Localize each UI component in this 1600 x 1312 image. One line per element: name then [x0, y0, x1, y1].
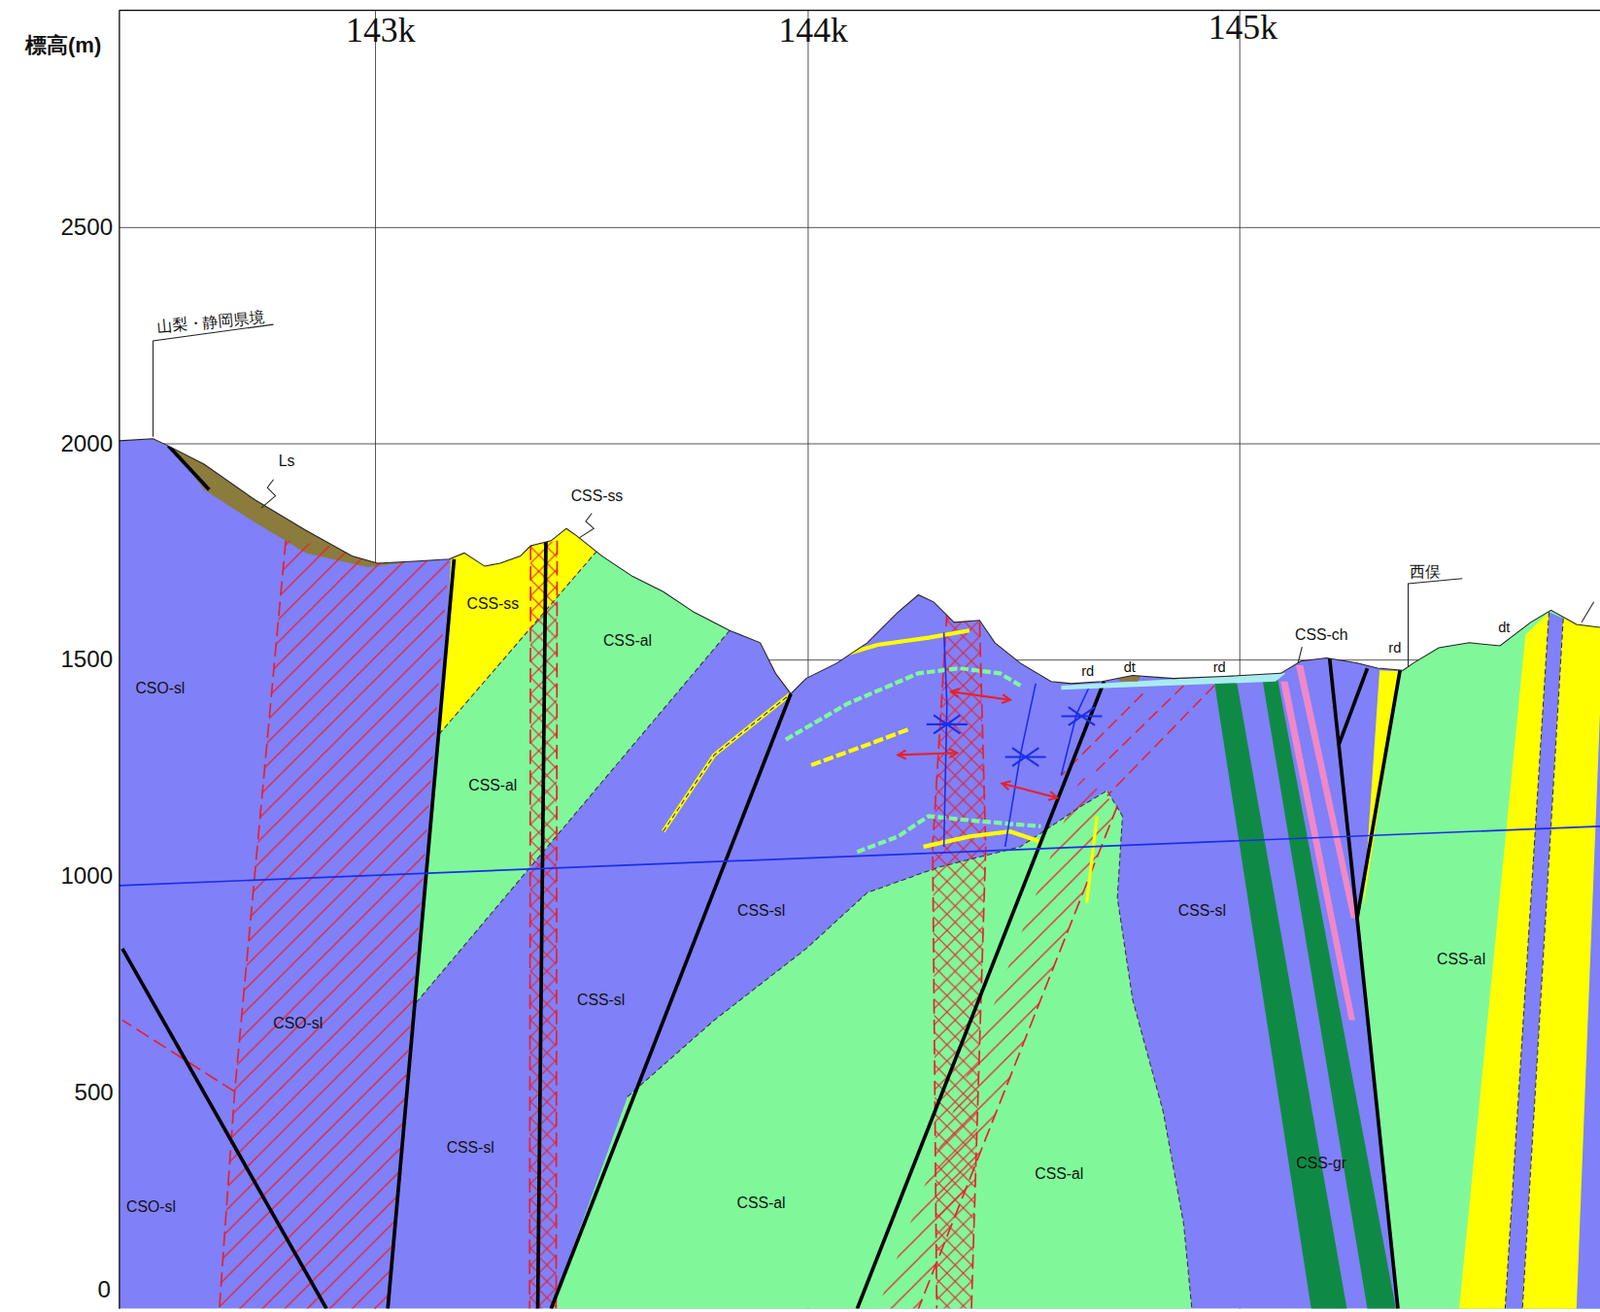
unit-label: 山梨・静岡県境: [156, 308, 267, 336]
boundary: [1522, 618, 1564, 1310]
fold-axis: [944, 632, 948, 848]
axis-label: 145k: [1208, 8, 1278, 47]
unit-label: CSS-al: [737, 1194, 786, 1212]
unit-label: CSS-al: [468, 777, 517, 794]
unit-label: rd: [1081, 663, 1094, 680]
fold-axis: [1060, 685, 1090, 776]
zone-edge: [1107, 685, 1215, 796]
unit-label: CSO-sl: [135, 680, 185, 697]
zone-edge: [971, 622, 987, 1310]
axis-label: 144k: [778, 11, 848, 50]
boundary: [413, 630, 730, 1005]
fault-line: [538, 541, 546, 1310]
alternation-unit: [1357, 610, 1600, 1310]
fault-line: [550, 693, 791, 1309]
unit-label: CSS-sl: [1178, 902, 1226, 920]
unit-label: CSS-sl: [577, 991, 625, 1009]
slate-unit: [1576, 714, 1600, 1309]
greenstone-unit: [1261, 679, 1396, 1310]
frame: [119, 9, 1600, 11]
stress-arrow: [1048, 791, 1057, 801]
sandstone-layer: [811, 729, 909, 766]
unit-label: 西俣: [1409, 563, 1441, 580]
axis-label: 500: [73, 1080, 113, 1107]
unit-label: rd: [1213, 659, 1226, 676]
axis-label: 143k: [345, 11, 415, 50]
boundary: [1504, 612, 1549, 1309]
tunnel-line: [119, 826, 1600, 886]
fault-line: [168, 445, 209, 490]
chert-unit: [1295, 665, 1358, 919]
stress-arrow: [951, 688, 960, 698]
stress-arrow: [1001, 783, 1057, 799]
stress-arrow: [949, 748, 957, 758]
boundary: [627, 790, 1192, 1310]
unit-label: CSS-ss: [571, 487, 624, 505]
zone-edge: [529, 545, 531, 1310]
anticline-mark: [1060, 714, 1102, 717]
fracture-zone: [877, 775, 1118, 1309]
zone-edge: [555, 541, 557, 1310]
alternation-layer: [856, 816, 1041, 852]
unit-label: rd: [1388, 640, 1401, 656]
sandstone-layer: [816, 630, 970, 664]
sandstone-layer: [663, 693, 791, 832]
alternation-unit: [550, 790, 1192, 1310]
unit-label: CSS-ch: [1294, 626, 1348, 644]
strata: [119, 439, 1600, 1310]
axis-label: 標高(m): [25, 34, 102, 58]
boundary: [663, 693, 791, 832]
unit-label: CSS-al: [1436, 951, 1486, 968]
unit-label: CSS-ss: [467, 595, 520, 613]
fault-line: [856, 681, 1104, 1310]
slate-unit: [119, 439, 1600, 1310]
axis-label: 2500: [60, 214, 113, 241]
unit-label: dt: [1123, 659, 1136, 676]
axis-label: 2000: [60, 431, 113, 458]
zone-edge: [219, 541, 286, 1310]
unit-label: CSS-al: [1034, 1165, 1084, 1183]
unit-label: CSS-sl: [737, 902, 785, 920]
fault-line: [1357, 670, 1400, 919]
fold-axis: [1005, 683, 1037, 848]
unit-label: dt: [1497, 619, 1510, 636]
anticline-mark: [926, 723, 968, 726]
sandstone-unit: [1522, 618, 1600, 1310]
axis-label: 1000: [60, 863, 113, 890]
zone-edge: [918, 806, 1118, 1310]
stress-arrow: [1001, 694, 1011, 704]
unit-label: CSS-gr: [1295, 1155, 1347, 1172]
alternation-layer: [785, 668, 1022, 741]
fault-line: [387, 559, 454, 1310]
unit-label: CSO-sl: [272, 1015, 323, 1032]
unit-label: Ls: [278, 452, 296, 470]
ground-surface: [119, 439, 1600, 695]
leader-lines: [153, 324, 1595, 668]
anticline-mark: [1005, 755, 1047, 758]
fault-line: [1329, 658, 1398, 1310]
fault-line: [122, 949, 327, 1310]
boundary: [439, 550, 598, 735]
sandstone-layer: [923, 831, 1042, 848]
unit-label: CSS-sl: [446, 1139, 495, 1157]
fracture-zone: [529, 541, 557, 1310]
stress-arrow: [897, 752, 957, 755]
stress-arrow: [1001, 781, 1011, 790]
fracture-zone: [219, 541, 449, 1310]
axis-label: 0: [97, 1277, 110, 1304]
grid: [119, 10, 1600, 1310]
sandstone-unit: [439, 528, 598, 735]
stress-arrow: [897, 750, 906, 760]
unit-label: CSS-al: [603, 632, 652, 649]
fault-line: [1338, 668, 1367, 746]
zone-edge: [122, 1020, 236, 1092]
unit-label: CSO-sl: [126, 1198, 176, 1216]
sandstone-layer: [1087, 816, 1098, 903]
stress-arrow: [951, 691, 1011, 700]
axis-label: 1500: [60, 646, 113, 674]
axis: [118, 10, 120, 1310]
